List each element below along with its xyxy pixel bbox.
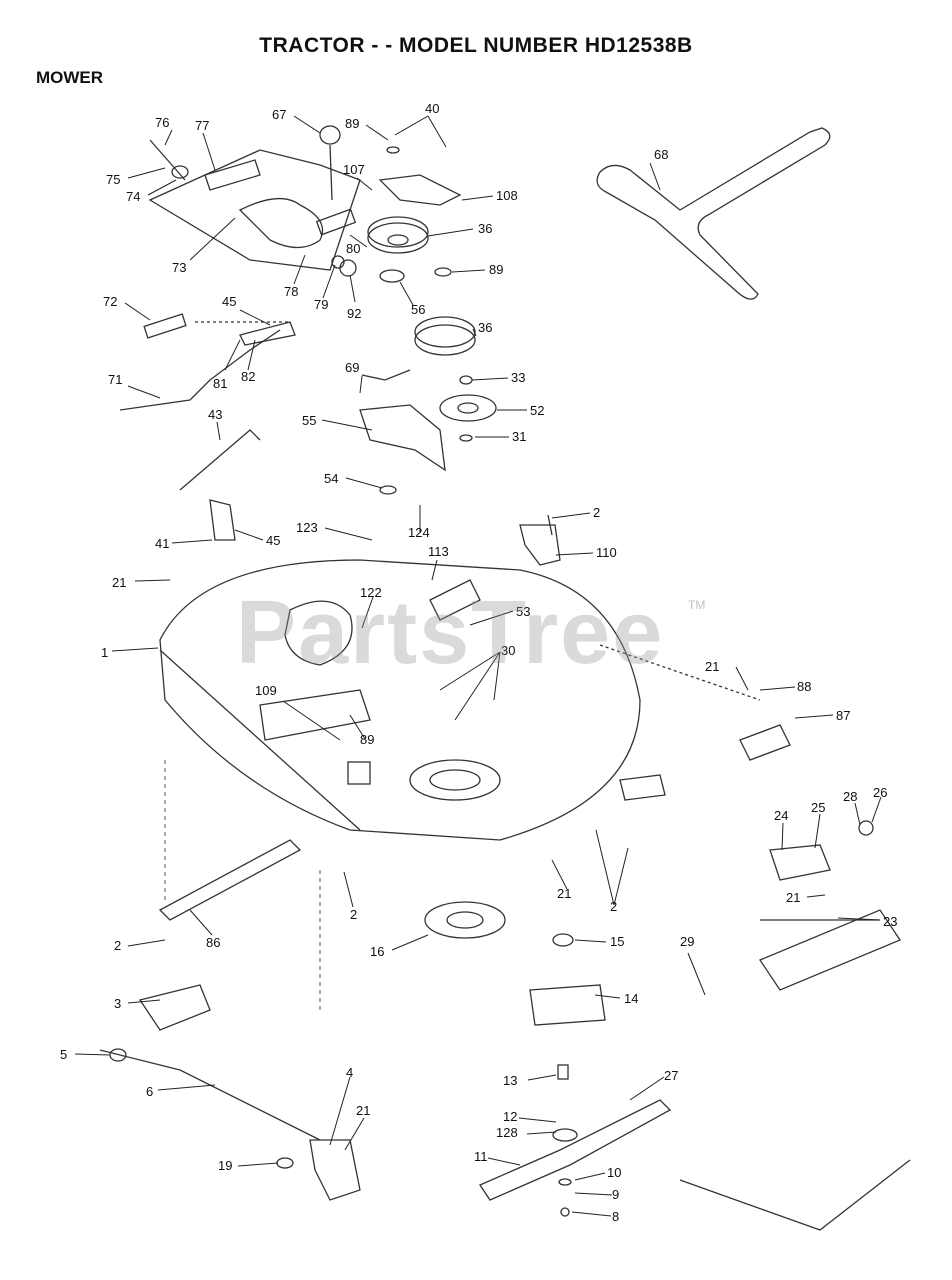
callout: 11	[474, 1149, 488, 1164]
callout: 71	[108, 372, 122, 387]
callout: 124	[408, 525, 430, 540]
lower-assemblies	[99, 724, 911, 1231]
callout: 80	[346, 241, 360, 256]
callout: 31	[512, 429, 526, 444]
callout: 30	[501, 643, 515, 658]
callout: 68	[654, 147, 668, 162]
right-bracket	[519, 514, 561, 566]
callout: 52	[530, 403, 544, 418]
callout: 45	[266, 533, 280, 548]
callout: 113	[428, 544, 449, 559]
callout: 79	[314, 297, 328, 312]
callout: 36	[478, 320, 492, 335]
callout: 40	[425, 101, 439, 116]
callout: 29	[680, 934, 694, 949]
callout: 87	[836, 708, 850, 723]
callout: 9	[612, 1187, 619, 1202]
callout: 2	[350, 907, 357, 922]
callout: 28	[843, 789, 857, 804]
lift-linkage	[119, 313, 446, 541]
callout: 13	[503, 1073, 517, 1088]
callout: 67	[272, 107, 286, 122]
callout: 81	[213, 376, 227, 391]
callout: 2	[114, 938, 121, 953]
callout: 33	[511, 370, 525, 385]
callout: 6	[146, 1084, 153, 1099]
callout: 5	[60, 1047, 67, 1062]
callout: 82	[241, 369, 255, 384]
callout: 2	[593, 505, 600, 520]
callout: 21	[112, 575, 126, 590]
callout: 16	[370, 944, 384, 959]
callout: 77	[195, 118, 209, 133]
callout: 26	[873, 785, 887, 800]
callout: 72	[103, 294, 117, 309]
callout: 43	[208, 407, 222, 422]
callout: 27	[664, 1068, 678, 1083]
page-title: TRACTOR - - MODEL NUMBER HD12538B	[259, 34, 693, 57]
callout: 10	[607, 1165, 621, 1180]
callout: 122	[360, 585, 382, 600]
callout: 21	[786, 890, 800, 905]
callout: 108	[496, 188, 518, 203]
callout: 21	[705, 659, 719, 674]
callout: 1	[101, 645, 108, 660]
callout: 107	[343, 162, 365, 177]
section-label: MOWER	[36, 68, 104, 87]
callout: 78	[284, 284, 298, 299]
callout: 36	[478, 221, 492, 236]
callout: 45	[222, 294, 236, 309]
callout: 14	[624, 991, 638, 1006]
callout: 89	[360, 732, 374, 747]
callout: 109	[255, 683, 277, 698]
callout: 55	[302, 413, 316, 428]
callout: 74	[126, 189, 140, 204]
callout: 25	[811, 800, 825, 815]
callout: 123	[296, 520, 318, 535]
trademark-mark: TM	[688, 598, 706, 612]
watermark: PartsTree	[236, 583, 665, 683]
callout: 69	[345, 360, 359, 375]
callout: 92	[347, 306, 361, 321]
callout: 75	[106, 172, 120, 187]
upper-linkage	[148, 125, 361, 277]
callout: 110	[596, 545, 617, 560]
callout: 56	[411, 302, 425, 317]
callout: 19	[218, 1158, 232, 1173]
callout: 88	[797, 679, 811, 694]
callout: 23	[883, 914, 897, 929]
callout: 21	[356, 1103, 370, 1118]
callout: 53	[516, 604, 530, 619]
callout: 24	[774, 808, 788, 823]
pulleys	[367, 146, 497, 442]
callout: 128	[496, 1125, 518, 1140]
mower-belt	[596, 127, 831, 300]
callout: 12	[503, 1109, 517, 1124]
callout: 86	[206, 935, 220, 950]
callout: 2	[610, 899, 617, 914]
callout: 8	[612, 1209, 619, 1224]
callout: 89	[489, 262, 503, 277]
leader-lines	[74, 115, 882, 1217]
callout: 76	[155, 115, 169, 130]
callout: 89	[345, 116, 359, 131]
callout: 15	[610, 934, 624, 949]
mower-deck	[159, 559, 761, 900]
callout-labels: 76 77 67 89 40 68 75 74 107 108 36 80 73…	[60, 101, 897, 1224]
callout: 21	[557, 886, 571, 901]
callout: 3	[114, 996, 121, 1011]
callout: 54	[324, 471, 338, 486]
callout: 41	[155, 536, 169, 551]
callout: 4	[346, 1065, 353, 1080]
callout: 73	[172, 260, 186, 275]
